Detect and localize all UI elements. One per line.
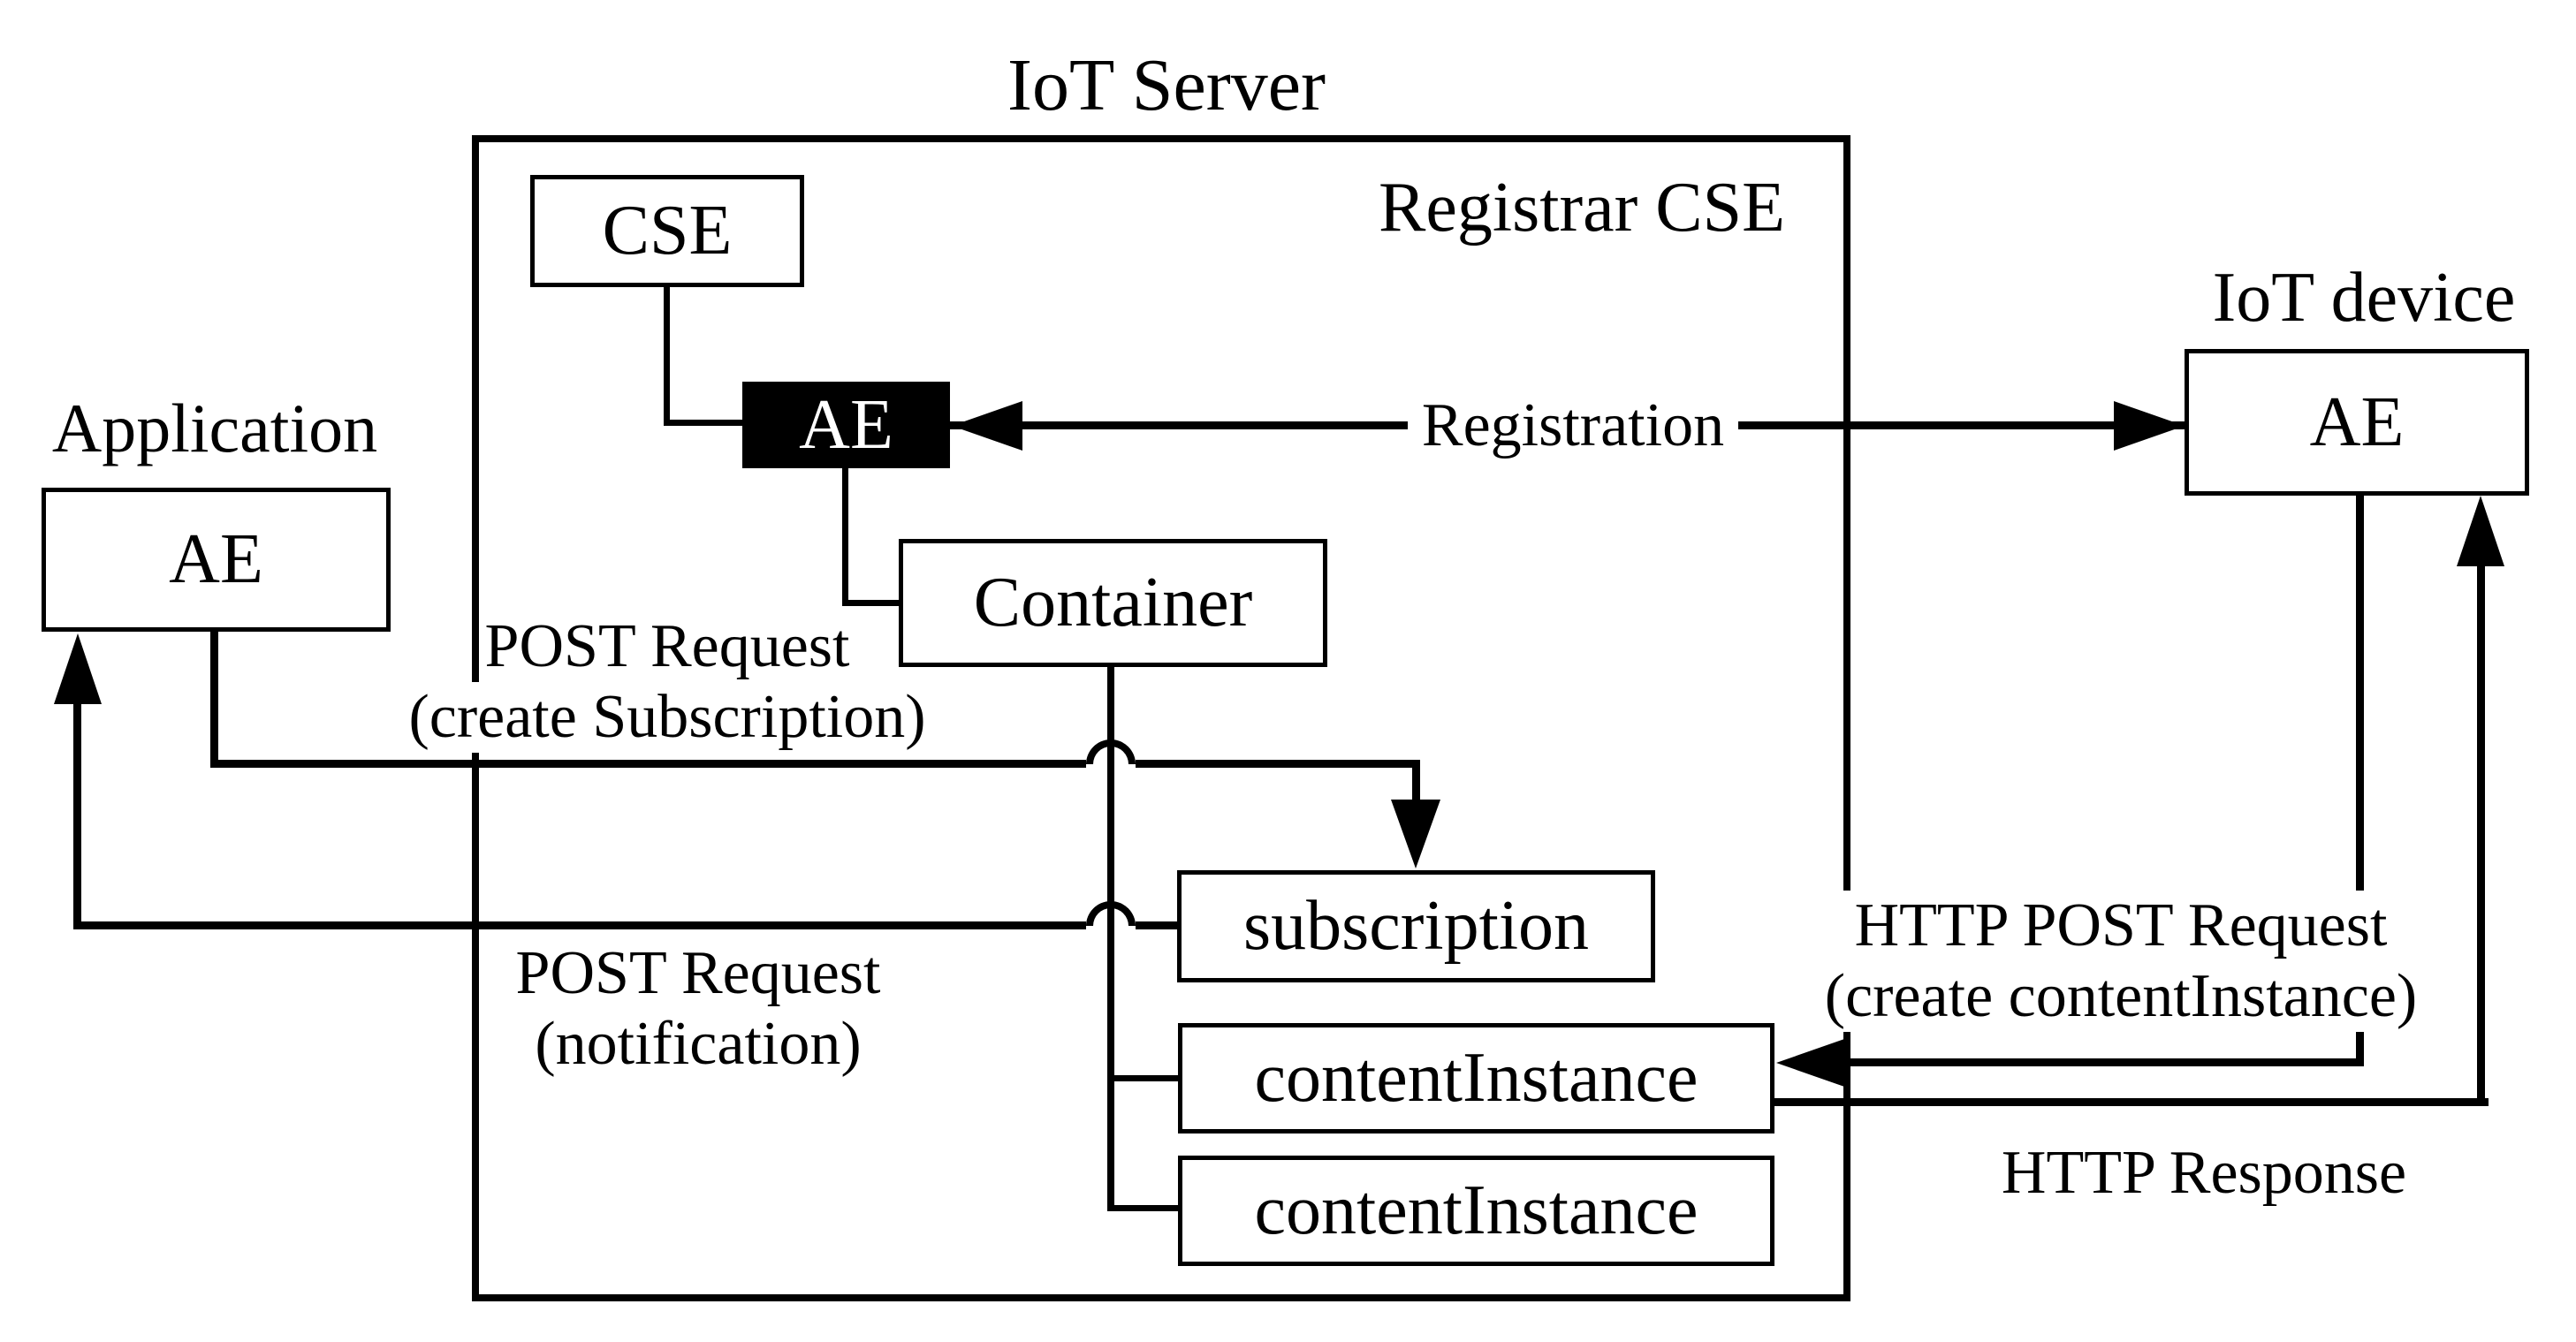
notification-line-up (73, 702, 81, 929)
registrar-ae-box: AE (742, 382, 950, 468)
notification-arrowhead-up-icon (54, 633, 102, 704)
container-box: Container (899, 539, 1327, 667)
notification-line-right-segment (1136, 921, 1177, 929)
http-post-line-left (1843, 1058, 2364, 1066)
container-tree-line-vertical (1107, 665, 1114, 1211)
line-jump-arc-icon (1086, 901, 1136, 926)
notification-line-left-segment (73, 921, 1086, 929)
http-post-line-down (2356, 496, 2364, 1066)
application-ae-box: AE (42, 488, 391, 632)
ae-to-container-line-vertical (842, 468, 848, 606)
create-subscription-line-drop (1412, 760, 1420, 808)
notification-label-line2: (notification) (535, 1010, 862, 1078)
line-jump-arc-icon (1086, 739, 1136, 764)
create-subscription-line-right-segment (1136, 760, 1420, 768)
registration-arrowhead-right-icon (2114, 401, 2185, 451)
create-subscription-line-down-from-app (210, 632, 218, 768)
cse-to-ae-line-horizontal (664, 420, 746, 426)
iot-server-title: IoT Server (1007, 44, 1326, 126)
create-subscription-arrowhead-down-icon (1391, 800, 1440, 868)
registration-arrowhead-left-icon (952, 401, 1022, 451)
create-subscription-line-left-segment (210, 760, 1086, 768)
create-subscription-label-line2: (create Subscription) (358, 682, 976, 753)
application-label: Application (51, 390, 378, 466)
http-post-label-line1: HTTP POST Request (1803, 891, 2439, 961)
registration-label: Registration (1396, 390, 1750, 461)
create-subscription-label-line1: POST Request (484, 612, 850, 680)
iot-device-label: IoT device (2212, 259, 2516, 337)
registrar-cse-label: Registrar CSE (1379, 169, 1785, 246)
cse-to-ae-line-vertical (664, 287, 670, 426)
content-instance-box-1: contentInstance (1178, 1023, 1774, 1133)
content-instance-box-2: contentInstance (1178, 1156, 1774, 1266)
tree-stub-content-instance-2 (1107, 1205, 1182, 1211)
notification-label-line1: POST Request (515, 939, 881, 1007)
registration-label-text: Registration (1407, 390, 1739, 461)
http-post-label-line2: (create contentInstance) (1803, 961, 2439, 1032)
http-response-line-up (2477, 565, 2485, 1106)
tree-stub-content-instance-1 (1107, 1075, 1182, 1081)
http-response-arrowhead-up-icon (2457, 496, 2504, 566)
subscription-box: subscription (1177, 870, 1655, 982)
http-post-arrowhead-left-icon (1776, 1038, 1847, 1088)
iot-device-ae-box: AE (2185, 349, 2529, 496)
cse-box: CSE (530, 175, 804, 287)
ae-to-container-line-horizontal (842, 600, 902, 606)
http-response-line-right (1774, 1098, 2489, 1106)
http-response-label: HTTP Response (2001, 1139, 2407, 1207)
